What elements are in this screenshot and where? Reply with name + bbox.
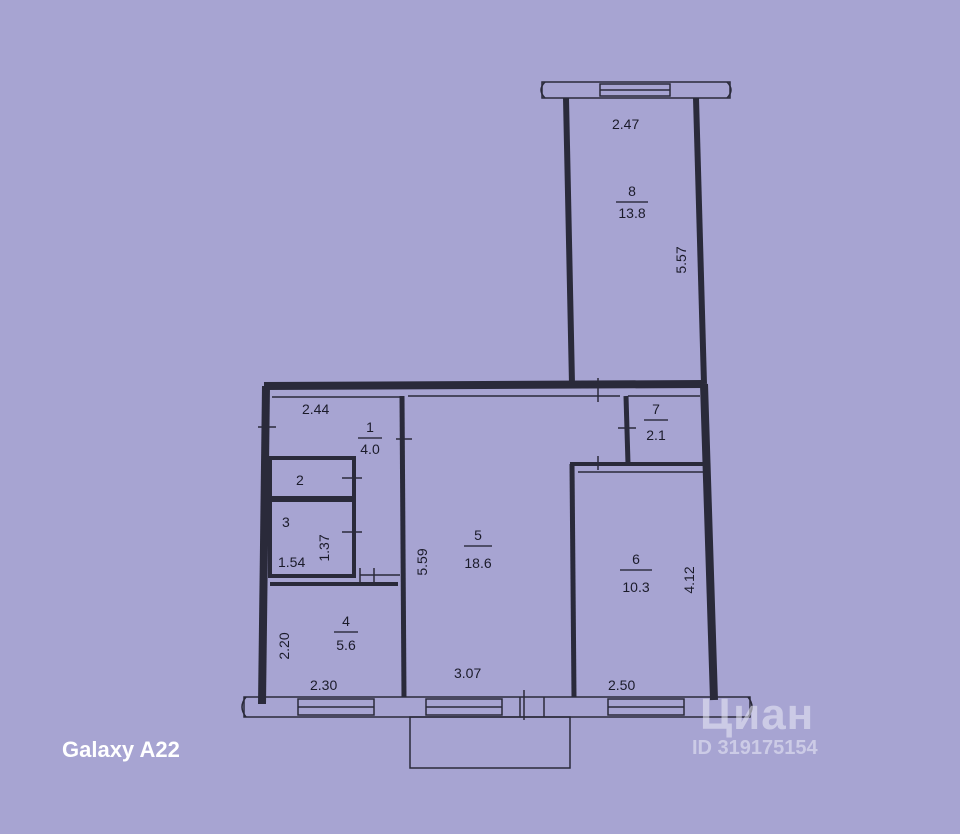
- watermark-logo: Циан: [700, 690, 815, 739]
- apartment-walls: [241, 380, 753, 769]
- room-label-8: 8 13.8: [616, 183, 648, 221]
- room-number-1: 1: [366, 419, 374, 435]
- room-8-walls: [540, 81, 732, 385]
- room-number-3: 3: [282, 514, 290, 530]
- watermark-id: ID 319175154: [692, 737, 818, 759]
- room-area-1: 4.0: [360, 441, 380, 457]
- room-number-8: 8: [628, 183, 636, 199]
- room-area-6: 10.3: [622, 579, 649, 595]
- room-label-7: 7 2.1: [644, 401, 668, 443]
- dim-2-20: 2.20: [276, 632, 292, 659]
- room-label-5: 5 18.6: [464, 527, 492, 571]
- room-area-5: 18.6: [464, 555, 491, 571]
- room-area-4: 5.6: [336, 637, 356, 653]
- room-number-4: 4: [342, 613, 350, 629]
- room-label-6: 6 10.3: [620, 551, 652, 595]
- room-area-7: 2.1: [646, 427, 666, 443]
- dim-4-12: 4.12: [681, 566, 697, 593]
- interior-walls: [258, 378, 708, 720]
- dim-5-59: 5.59: [414, 548, 430, 575]
- room-area-8: 13.8: [618, 205, 645, 221]
- room-number-2: 2: [296, 472, 304, 488]
- dim-2-30: 2.30: [310, 677, 337, 693]
- dim-3-07: 3.07: [454, 665, 481, 681]
- room-number-7: 7: [652, 401, 660, 417]
- room-number-6: 6: [632, 551, 640, 567]
- dim-2-50: 2.50: [608, 677, 635, 693]
- dim-2-47: 2.47: [612, 116, 639, 132]
- dim-2-44: 2.44: [302, 401, 329, 417]
- room-number-5: 5: [474, 527, 482, 543]
- dim-1-54: 1.54: [278, 554, 305, 570]
- dim-5-57: 5.57: [673, 246, 689, 273]
- room-label-4: 4 5.6: [334, 613, 358, 653]
- camera-label: Galaxy A22: [62, 737, 180, 762]
- dim-1-37: 1.37: [316, 534, 332, 561]
- room-label-1: 1 4.0: [358, 419, 382, 457]
